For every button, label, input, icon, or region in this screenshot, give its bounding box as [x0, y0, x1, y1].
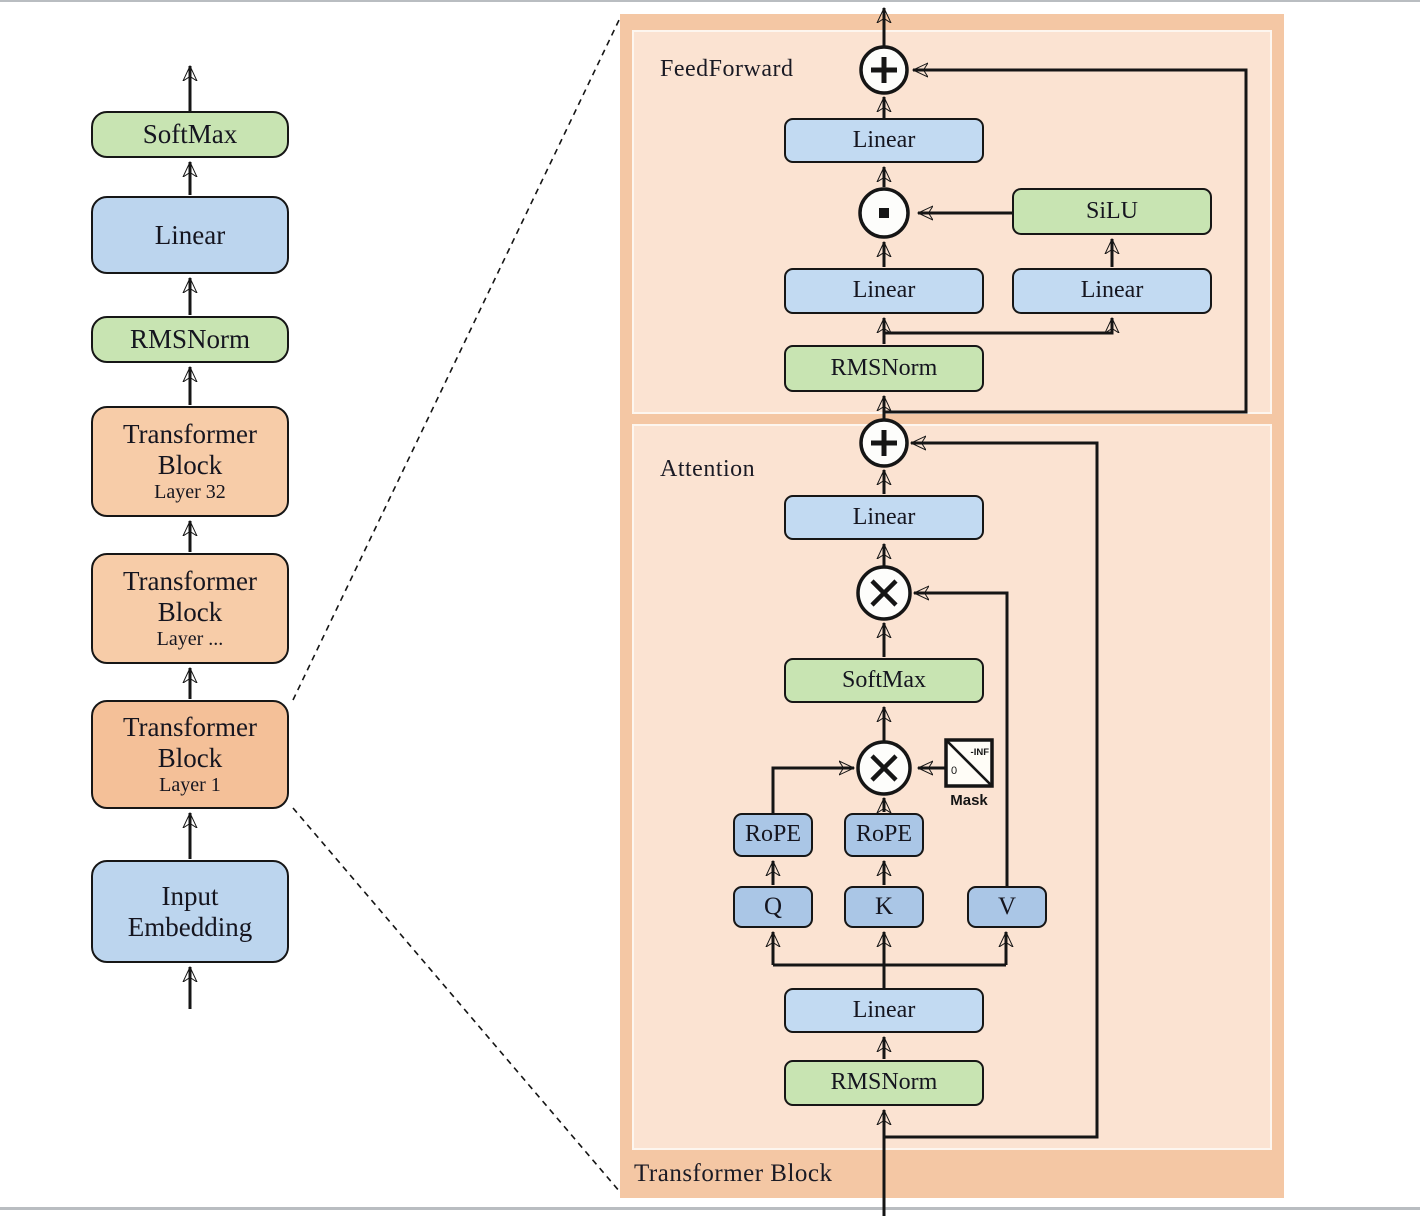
attn-linear-in-block: Linear — [784, 988, 984, 1033]
input-embedding-line1: Input — [161, 880, 219, 911]
attn-linear-in-label: Linear — [852, 996, 916, 1023]
tb1-sub: Block — [157, 743, 223, 774]
left-softmax-block: SoftMax — [91, 111, 289, 158]
q-label: Q — [763, 892, 783, 920]
ff-linear-down-label: Linear — [852, 126, 916, 153]
tb1-layer: Layer 1 — [159, 773, 221, 796]
attn-linear-out-block: Linear — [784, 495, 984, 540]
tbmid-sub: Block — [157, 597, 223, 628]
left-softmax-label: SoftMax — [142, 119, 238, 150]
ff-linear-gate-block: Linear — [1012, 268, 1212, 314]
attn-softmax-label: SoftMax — [842, 666, 926, 693]
left-linear-block: Linear — [91, 196, 289, 274]
attn-linear-out-label: Linear — [852, 503, 916, 530]
v-label: V — [997, 892, 1017, 920]
left-rmsnorm-block: RMSNorm — [91, 316, 289, 363]
ff-silu-block: SiLU — [1012, 188, 1212, 235]
expansion-dashed-lines — [292, 17, 621, 1193]
ff-linear-up-label: Linear — [852, 277, 916, 304]
attn-rmsnorm-label: RMSNorm — [830, 1069, 938, 1096]
ff-rmsnorm-label: RMSNorm — [830, 354, 938, 381]
tb1-title: Transformer — [123, 712, 257, 743]
rope-q-label: RoPE — [744, 821, 801, 848]
tb32-title: Transformer — [123, 419, 257, 450]
transformer-block-layer1: Transformer Block Layer 1 — [91, 700, 289, 809]
ff-linear-down-block: Linear — [784, 118, 984, 163]
tb32-layer: Layer 32 — [154, 480, 226, 503]
transformer-block-layer32: Transformer Block Layer 32 — [91, 406, 289, 517]
rope-k-label: RoPE — [855, 821, 912, 848]
attention-label: Attention — [660, 456, 756, 482]
v-block: V — [967, 886, 1047, 928]
tb32-sub: Block — [157, 450, 223, 481]
ff-linear-up-block: Linear — [784, 268, 984, 314]
attn-softmax-block: SoftMax — [784, 658, 984, 703]
transformer-block-title: Transformer Block — [634, 1160, 833, 1187]
feedforward-label: FeedForward — [660, 56, 794, 82]
q-block: Q — [733, 886, 813, 928]
attn-rmsnorm-block: RMSNorm — [784, 1060, 984, 1106]
top-border-line — [0, 0, 1420, 2]
input-embedding-block: Input Embedding — [91, 860, 289, 963]
rope-k-block: RoPE — [844, 813, 924, 857]
k-block: K — [844, 886, 924, 928]
tbmid-layer: Layer ... — [156, 627, 224, 650]
ff-rmsnorm-block: RMSNorm — [784, 345, 984, 392]
transformer-block-layer-dots: Transformer Block Layer ... — [91, 553, 289, 664]
left-linear-label: Linear — [154, 219, 226, 250]
k-label: K — [874, 892, 894, 920]
tbmid-title: Transformer — [123, 566, 257, 597]
bottom-border-line — [0, 1207, 1420, 1210]
ff-silu-label: SiLU — [1085, 197, 1138, 224]
rope-q-block: RoPE — [733, 813, 813, 857]
input-embedding-line2: Embedding — [127, 911, 253, 942]
left-rmsnorm-label: RMSNorm — [129, 324, 251, 355]
ff-linear-gate-label: Linear — [1080, 277, 1144, 304]
